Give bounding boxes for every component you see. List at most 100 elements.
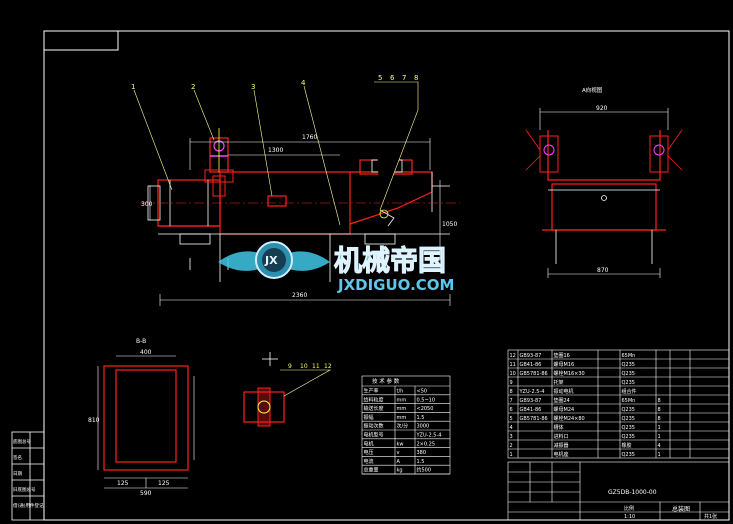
balloon: 12 xyxy=(324,363,332,370)
parts-list-cell: GB5781-86 xyxy=(520,416,548,422)
tech-table-cell: 电压 xyxy=(364,449,374,456)
balloon: 3 xyxy=(251,83,255,91)
logo-badge-text: JX xyxy=(264,254,278,267)
tech-table-cell: <2050 xyxy=(417,406,434,412)
tech-table-cell: 电机 xyxy=(364,440,374,447)
tech-table-cell: 电流 xyxy=(364,458,374,465)
tech-table-cell: 3000 xyxy=(417,424,430,430)
parts-list-cell: Q235 xyxy=(622,434,635,440)
parts-list-cell: 1 xyxy=(510,452,513,458)
parts-list-cell: 螺栓M24×80 xyxy=(554,415,585,422)
parts-list-cell: 垫圈16 xyxy=(554,352,570,359)
strip-label: 底图总号 xyxy=(13,438,31,445)
drawing-name: 总装图 xyxy=(672,505,690,513)
parts-list-cell: GB41-86 xyxy=(520,362,542,368)
section-base-width: 590 xyxy=(140,490,152,497)
dimension-lines xyxy=(149,138,451,306)
section-top-width: 400 xyxy=(140,349,152,356)
tech-table-cell: kg xyxy=(397,468,403,474)
tech-table-cell: YZU-2.5-4 xyxy=(416,433,442,439)
parts-list-cell: Q235 xyxy=(622,380,635,386)
tech-table-cell: 振动次数 xyxy=(364,423,384,430)
parts-list-cell: 电机座 xyxy=(554,451,569,458)
side-view-a: A向视图 920 870 xyxy=(525,86,683,278)
tech-table-cell: t/h xyxy=(397,389,404,395)
parts-list-cell: YZU-2.5-4 xyxy=(519,389,545,395)
parts-list-cell: 1 xyxy=(658,434,661,440)
scale-label: 比例 xyxy=(624,505,634,512)
parts-list-cell: 振动电机 xyxy=(554,388,574,395)
watermark-url: JXDIGUO.COM xyxy=(337,276,454,294)
parts-list-cell: GB93-87 xyxy=(520,398,542,404)
parts-list-cell: 8 xyxy=(658,398,661,404)
drawing-frame xyxy=(43,30,730,521)
parts-list-cell: 5 xyxy=(510,416,513,422)
scale-value: 1:10 xyxy=(624,514,635,520)
side-view-title: A向视图 xyxy=(582,86,603,94)
parts-list-cell: 槽体 xyxy=(554,424,564,431)
balloon: 2 xyxy=(191,83,195,91)
parts-list-cell: 3 xyxy=(510,434,513,440)
tech-table-cell: 约500 xyxy=(417,467,432,474)
section-title: B-B xyxy=(136,338,146,345)
dim-span: 1760 xyxy=(302,134,317,141)
section-foot-left: 125 xyxy=(117,480,129,487)
left-registration-strip: 底图总号 签名 日期 旧底图总号 借(通)用件登记 xyxy=(11,431,45,521)
tech-table-cell: A xyxy=(397,459,401,465)
support-frame xyxy=(158,233,450,282)
parts-list-cell: 8 xyxy=(510,389,513,395)
parts-list-cell: 12 xyxy=(510,353,516,359)
balloon: 11 xyxy=(312,363,320,370)
parts-list-cell: 8 xyxy=(658,407,661,413)
tech-table-cell: mm xyxy=(397,406,407,412)
balloon: 6 xyxy=(390,74,395,82)
parts-list-cell: Q235 xyxy=(622,452,635,458)
side-view-dims xyxy=(539,108,669,278)
tech-table-cell: mm xyxy=(397,397,407,403)
tech-table-cell: 输送长度 xyxy=(364,405,384,412)
tech-table-cell: 1.5 xyxy=(417,415,425,421)
detail-view: 9 10 11 12 xyxy=(243,352,332,427)
tech-table-cell: 1.5 xyxy=(417,459,425,465)
parts-list-cell: 进料口 xyxy=(554,433,569,440)
parts-list-cell: GB41-86 xyxy=(520,407,542,413)
strip-label: 日期 xyxy=(13,471,22,477)
parts-list-cell: Q235 xyxy=(622,416,635,422)
tech-table-title: 技 术 参 数 xyxy=(372,377,400,385)
balloon: 5 xyxy=(378,74,382,82)
parts-list-cell: 减振器 xyxy=(554,442,569,449)
tech-table-cell: 生产率 xyxy=(364,388,379,395)
balloon: 4 xyxy=(301,79,306,87)
parts-list-cell: 1 xyxy=(658,425,661,431)
strip-label: 旧底图总号 xyxy=(13,486,36,493)
parts-list-cell: Q235 xyxy=(622,407,635,413)
parts-list-cell: 7 xyxy=(510,398,513,404)
tech-table-cell: v xyxy=(397,450,400,456)
tech-table-cell: kw xyxy=(397,441,404,447)
tech-table-cell: 振幅 xyxy=(364,414,374,421)
side-top-width: 920 xyxy=(596,105,608,112)
tech-table-cell: 电机型号 xyxy=(364,432,384,439)
parts-list-cell: 组合件 xyxy=(622,388,637,395)
parts-list-cell: 4 xyxy=(510,425,513,431)
parts-list-cell: 托架 xyxy=(554,379,564,386)
parts-list-cell: 螺母M24 xyxy=(554,406,575,413)
section-dims xyxy=(97,355,195,489)
balloon: 9 xyxy=(288,363,292,370)
parts-list-cell: 2 xyxy=(510,443,513,449)
parts-list-cell: 11 xyxy=(510,362,516,368)
parts-list-cell: 4 xyxy=(658,443,661,449)
side-view-legs xyxy=(548,189,660,264)
tech-table-cell: mm xyxy=(397,415,407,421)
parts-list-cell: 螺母M16 xyxy=(554,361,575,368)
watermark-logo: JX 机械帝国 JXDIGUO.COM xyxy=(218,241,454,294)
parts-list-cell: GB93-87 xyxy=(520,353,542,359)
parts-list-cell: 垫圈24 xyxy=(554,397,570,404)
detail-bracket xyxy=(243,391,285,423)
dim-left-height: 300 xyxy=(141,201,153,208)
parts-list-cell: 橡胶 xyxy=(622,442,632,449)
title-block: GZ5DB-1000-00 总装图 比例 1:10 共1张 xyxy=(507,461,730,521)
dim-right-height: 1050 xyxy=(442,221,457,228)
